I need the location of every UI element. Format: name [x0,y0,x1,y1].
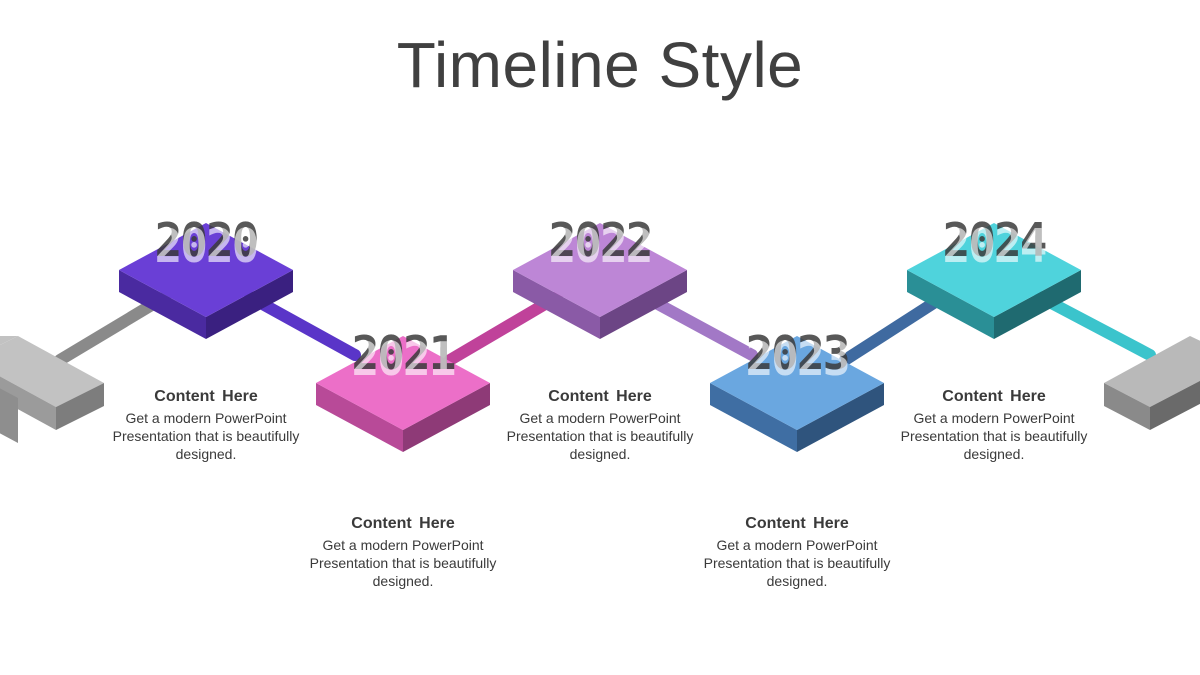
block-top-face [316,336,490,430]
connector-start [54,291,171,366]
block-right-face [206,270,293,339]
block-right-face [994,270,1081,339]
block-top-face [119,223,293,317]
block-right-face [403,383,490,452]
caption-body: Get a modern PowerPoint Presentation tha… [309,537,497,589]
caption-title: Content Here [942,388,1046,405]
caption-body: Get a modern PowerPoint Presentation tha… [506,410,694,462]
block-left-face [316,383,403,452]
year-label-shadow: 2023 [746,326,849,380]
start-block [0,336,104,443]
block-right-face [600,270,687,339]
connector-2022-2023 [639,291,758,361]
block-right-face [797,383,884,452]
block-left-face [907,270,994,339]
year-label-shadow: 2021 [352,326,455,380]
connector-2021-2022 [444,291,563,366]
year-label-shadow: 2024 [943,213,1046,267]
caption-title: Content Here [154,388,258,405]
year-label-shadow: 2020 [155,213,258,267]
caption-title: Content Here [745,515,849,532]
connector-2023-2024 [839,291,949,366]
caption-title: Content Here [351,515,455,532]
caption-body: Get a modern PowerPoint Presentation tha… [703,537,891,589]
year-label: 2021 [352,332,455,386]
connectors [54,291,1156,366]
year-label: 2020 [155,219,258,273]
connector-end [1034,291,1156,361]
caption-body: Get a modern PowerPoint Presentation tha… [112,410,300,462]
block-top-face [907,223,1081,317]
caption-title: Content Here [548,388,652,405]
block-left-face [710,383,797,452]
year-label-shadow: 2022 [549,213,652,267]
block-left-face [513,270,600,339]
year-label: 2024 [943,219,1046,273]
year-label: 2023 [746,332,849,386]
slide-title: Timeline Style [396,29,804,101]
block-top-face [513,223,687,317]
year-label: 2022 [549,219,652,273]
block-top-face [710,336,884,430]
end-block [1104,336,1200,430]
connector-2020-2021 [244,291,361,361]
caption-body: Get a modern PowerPoint Presentation tha… [900,410,1088,462]
block-left-face [119,270,206,339]
